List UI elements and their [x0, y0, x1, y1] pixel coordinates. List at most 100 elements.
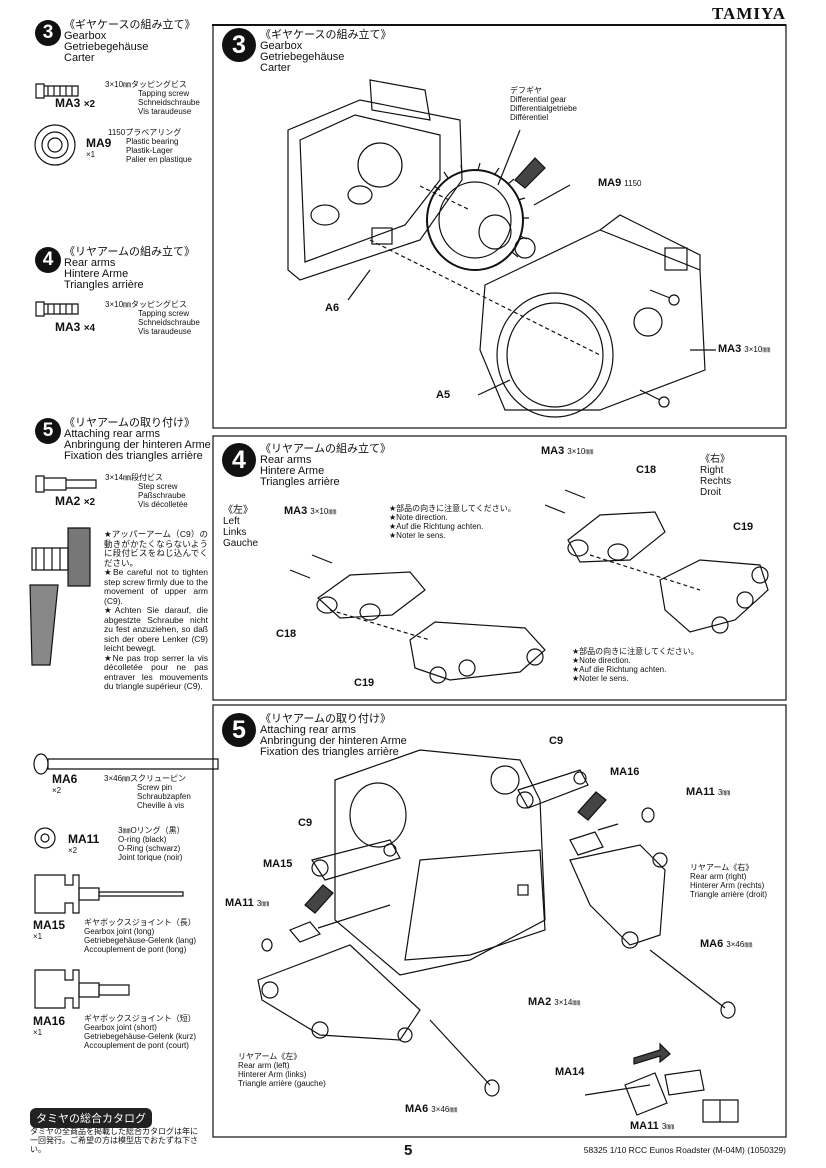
note-jp: ★部品の向きに注意してください。 — [572, 647, 699, 656]
step4-panel — [212, 435, 787, 701]
desc-de: Getriebegehäuse-Gelenk (lang) — [84, 936, 197, 945]
sidebar-step5-number: 5 — [35, 418, 61, 444]
label-de: Differentialgetriebe — [510, 104, 578, 113]
desc-fr: Vis taraudeuse — [138, 107, 192, 116]
rear-arm-right-installed — [569, 844, 668, 949]
gearbox-joint-ma16-drawing — [569, 823, 619, 856]
title-de: Anbringung der hinteren Arme — [260, 735, 407, 747]
qty: ×1 — [33, 1028, 43, 1037]
label-ma9: MA9 1150 — [598, 177, 642, 189]
differential-gear — [426, 162, 536, 271]
desc-de: Plastik-Lager — [126, 146, 173, 155]
screw-pin-icon — [33, 753, 219, 775]
oring-ma11-right — [641, 807, 655, 823]
code: MA15 — [33, 918, 66, 932]
catalog-badge: タミヤの総合カタログ — [30, 1108, 152, 1128]
desc-en: Plastic bearing — [126, 137, 179, 146]
page-number: 5 — [404, 1142, 413, 1159]
part-desc-ma16: ギヤボックスジョイント（短） Gearbox joint (short) Get… — [84, 1014, 196, 1050]
sidebar-step4-number: 4 — [35, 247, 61, 273]
desc-en: Tapping screw — [138, 89, 190, 98]
label-ma15: MA15 — [263, 858, 293, 870]
desc-de: Schneidschraube — [138, 98, 200, 107]
label-de: Hinterer Arm (rechts) — [690, 881, 765, 890]
part-desc-ma2: 3×14㎜段付ビス Step screw Paßschraube Vis déc… — [105, 473, 188, 509]
rear-arm-right-assembly — [544, 489, 769, 634]
label-jp: リヤアーム《右》 — [690, 863, 754, 872]
label-en: Right — [700, 465, 724, 476]
title-en: Attaching rear arms — [64, 428, 160, 440]
title-en: Rear arms — [64, 257, 116, 269]
desc-fr: Joint torique (noir) — [118, 853, 183, 862]
note-en: ★Be careful not to tighten step screw fi… — [104, 567, 208, 606]
qty: ×2 — [52, 786, 62, 795]
desc-fr: Cheville à vis — [137, 801, 185, 810]
title-de: Hintere Arme — [260, 465, 325, 477]
title-en: Rear arms — [260, 454, 312, 466]
code: MA2 — [528, 996, 552, 1008]
sidebar-step3-title: 《ギヤケースの組み立て》 Gearbox Getriebegehäuse Car… — [64, 20, 195, 64]
step3-title: 《ギヤケースの組み立て》 Gearbox Getriebegehäuse Car… — [260, 30, 391, 74]
label-en: Differential gear — [510, 95, 567, 104]
note-de: ★Auf die Richtung achten. — [389, 522, 484, 531]
label-fr: Triangle arrière (gauche) — [238, 1079, 326, 1088]
title-en: Attaching rear arms — [260, 724, 356, 736]
size: 3㎜ — [661, 1122, 675, 1131]
title-jp: 《リヤアームの組み立て》 — [64, 246, 196, 258]
rear-arm-left-installed — [257, 944, 421, 1043]
label-c9-left: C9 — [298, 817, 313, 829]
screw-ma3-step3 — [639, 289, 680, 408]
oring-icon — [34, 827, 56, 849]
part-code-ma2: MA2 ×2 — [55, 494, 95, 508]
qty: ×1 — [86, 150, 96, 159]
direction-note-left: ★部品の向きに注意してください。 ★Note direction. ★Auf d… — [389, 504, 516, 540]
header-rule — [212, 24, 786, 26]
part-desc-ma9: 1150プラベアリング Plastic bearing Plastik-Lage… — [108, 128, 192, 164]
note-en: ★Note direction. — [572, 656, 631, 665]
label-jp: デフギヤ — [510, 86, 542, 95]
sidebar-step3-number: 3 — [35, 20, 61, 46]
code: MA11 — [225, 897, 254, 909]
part-desc-ma15: ギヤボックスジョイント（長） Gearbox joint (long) Getr… — [84, 918, 196, 954]
label-de: Links — [223, 527, 247, 538]
model-info: 58325 1/10 RCC Eunos Roadster (M-04M) (1… — [583, 1145, 786, 1155]
note-en: ★Note direction. — [389, 513, 448, 522]
desc-fr: Vis décolletée — [138, 500, 188, 509]
size: 3㎜ — [256, 899, 270, 908]
desc-fr: Accouplement de pont (long) — [84, 945, 187, 954]
step3-panel — [212, 24, 787, 429]
size: 3×46㎜ — [726, 940, 753, 949]
label-c9-right: C9 — [549, 735, 564, 747]
desc-de: Schneidschraube — [138, 318, 200, 327]
note-jp: ★アッパーアーム（C9）の動きがかたくならないように段付ビスをねじ込んでください… — [104, 529, 208, 568]
size: 3×10㎜ — [567, 447, 594, 456]
part-code-ma9: MA9 ×1 — [86, 136, 111, 159]
label-de: Hinterer Arm (links) — [238, 1070, 307, 1079]
part-code-ma6: MA6 ×2 — [52, 772, 77, 795]
step-screw-caution-note: ★アッパーアーム（C9）の動きがかたくならないように段付ビスをねじ込んでください… — [104, 529, 208, 692]
desc-jp: ギヤボックスジョイント（長） — [84, 918, 196, 927]
title-jp: 《リヤアームの取り付け》 — [64, 417, 196, 429]
rear-arm-left-assembly — [289, 554, 546, 684]
step3-number: 3 — [222, 28, 256, 62]
desc-en: O-ring (black) — [118, 835, 167, 844]
desc-jp: 3㎜Oリング（黒） — [118, 826, 185, 835]
code: MA11 — [68, 832, 100, 846]
label-ma3-step3: MA3 3×10㎜ — [718, 343, 770, 355]
desc-fr: Palier en plastique — [126, 155, 192, 164]
step5-title: 《リヤアームの取り付け》 Attaching rear arms Anbring… — [260, 714, 407, 758]
qty: ×2 — [83, 99, 96, 110]
desc-jp: 3×10㎜タッピングビス — [105, 300, 188, 309]
size: 3×10㎜ — [310, 507, 337, 516]
label-en: Rear arm (right) — [690, 872, 747, 881]
code: MA6 — [52, 772, 78, 786]
grease-arrow — [514, 157, 546, 189]
part-code-ma15: MA15 ×1 — [33, 918, 65, 941]
label-c18-left: C18 — [276, 628, 297, 640]
size: 3㎜ — [717, 788, 731, 797]
part-code-ma16: MA16 ×1 — [33, 1014, 65, 1037]
code: MA6 — [405, 1103, 429, 1115]
catalog-text: タミヤの全商品を掲載した総合カタログは年に一回発行。ご希望の方は模型店でおたずね… — [30, 1127, 198, 1154]
gearbox-half-a5 — [479, 214, 706, 418]
